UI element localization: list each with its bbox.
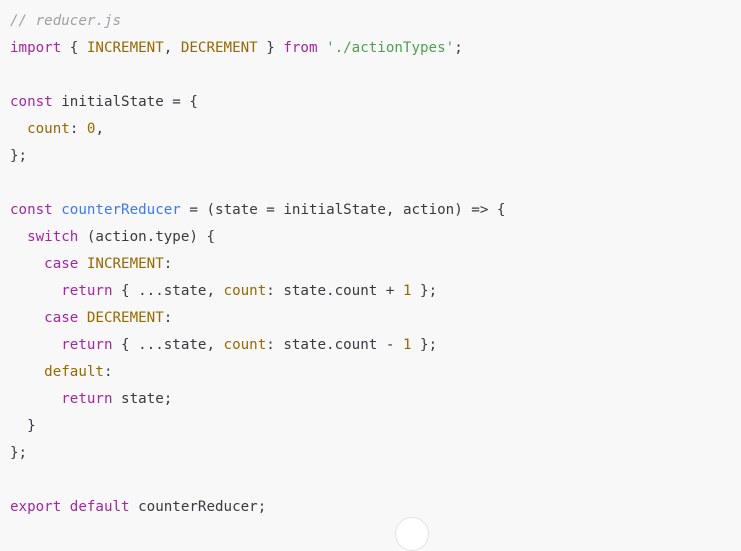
code-token: (action.type) { (78, 229, 216, 245)
code-line: return { ...state, count: state.count + … (10, 278, 505, 305)
code-token: }; (411, 337, 438, 353)
code-token: : (163, 256, 173, 272)
code-line: default: (10, 359, 505, 386)
code-token: 1 (402, 283, 412, 299)
code-token: default (69, 499, 130, 515)
code-token: 1 (402, 337, 412, 353)
code-line: case DECREMENT: (10, 305, 505, 332)
code-token: return (61, 283, 113, 299)
code-line: }; (10, 440, 505, 467)
code-token (61, 499, 70, 515)
code-token: count (27, 121, 70, 137)
code-token: default (44, 364, 104, 380)
code-token: switch (27, 229, 79, 245)
code-token (78, 310, 87, 326)
code-token: }; (411, 283, 438, 299)
code-token (318, 40, 327, 56)
code-token: from (283, 40, 318, 56)
code-token: return (61, 337, 113, 353)
scroll-down-button[interactable] (395, 517, 429, 551)
code-token: DECREMENT (86, 310, 164, 326)
code-token: DECREMENT (180, 40, 258, 56)
code-token: }; (10, 445, 28, 461)
code-token: case (44, 310, 79, 326)
code-block: // reducer.js import { INCREMENT, DECREME… (10, 8, 505, 521)
code-token: ; (454, 40, 463, 56)
code-line: // reducer.js (10, 8, 505, 35)
code-line: case INCREMENT: (10, 251, 505, 278)
code-line: return { ...state, count: state.count - … (10, 332, 505, 359)
code-token: INCREMENT (86, 40, 164, 56)
code-token (10, 364, 44, 380)
code-token (10, 283, 61, 299)
code-line: export default counterReducer; (10, 494, 505, 521)
code-token: : (103, 364, 113, 380)
code-token: : state.count + (266, 283, 403, 299)
code-token: : (163, 310, 173, 326)
code-token: : state.count - (266, 337, 403, 353)
code-token: } (257, 40, 284, 56)
code-token: INCREMENT (86, 256, 164, 272)
code-token (78, 256, 87, 272)
code-token: case (44, 256, 79, 272)
code-line: const counterReducer = (state = initialS… (10, 197, 505, 224)
code-token (53, 202, 62, 218)
code-token: { (61, 40, 87, 56)
code-token: return (61, 391, 113, 407)
code-token: { ...state, (112, 283, 224, 299)
code-token: export (10, 499, 62, 515)
code-token: state; (112, 391, 173, 407)
code-token: const (10, 202, 53, 218)
code-token (10, 310, 44, 326)
code-line (10, 62, 505, 89)
code-line: count: 0, (10, 116, 505, 143)
code-token: initialState = { (52, 94, 198, 110)
code-token (10, 337, 61, 353)
code-token: = (state = initialState, action) => { (180, 202, 506, 218)
code-token (10, 391, 61, 407)
code-line: const initialState = { (10, 89, 505, 116)
code-token: , (95, 121, 104, 137)
code-token: counterReducer; (129, 499, 267, 515)
code-token: { ...state, (112, 337, 224, 353)
code-token: : (69, 121, 87, 137)
code-token: const (10, 94, 53, 110)
code-line: import { INCREMENT, DECREMENT } from './… (10, 35, 505, 62)
code-line (10, 467, 505, 494)
code-token: }; (10, 148, 28, 164)
code-token: import (10, 40, 62, 56)
code-token: count (223, 337, 267, 353)
code-token: './actionTypes' (326, 40, 455, 56)
code-line: return state; (10, 386, 505, 413)
code-token: count (223, 283, 267, 299)
code-token: counterReducer (61, 202, 181, 218)
code-line: switch (action.type) { (10, 224, 505, 251)
code-token (10, 229, 27, 245)
code-token: , (163, 40, 181, 56)
code-line: } (10, 413, 505, 440)
code-line (10, 170, 505, 197)
code-token: // reducer.js (10, 13, 122, 29)
code-token (10, 256, 44, 272)
code-line: }; (10, 143, 505, 170)
code-token: } (10, 418, 36, 434)
code-token: 0 (86, 121, 96, 137)
code-token (10, 121, 27, 137)
